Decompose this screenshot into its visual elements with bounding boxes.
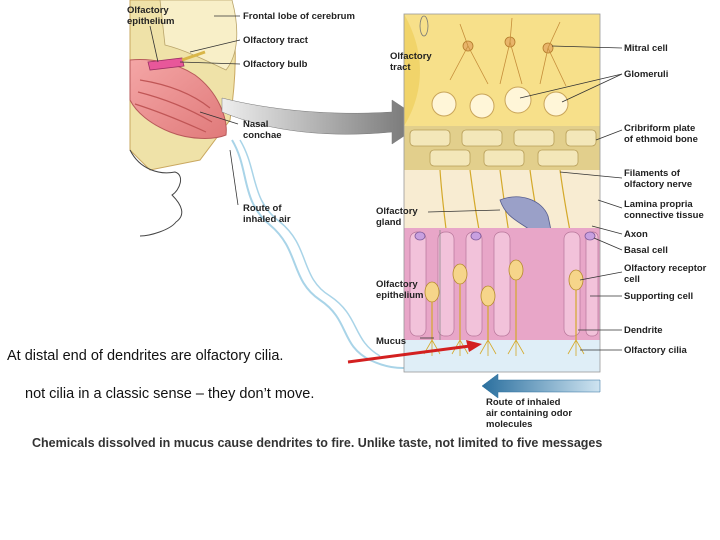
label-olfactory-tract-left: Olfactory tract [243, 35, 308, 46]
label-filaments: Filaments of olfactory nerve [624, 168, 693, 190]
label-olfactory-epithelium-middle: Olfactory epithelium [376, 279, 424, 301]
label-route-inhaled-air: Route of inhaled air [243, 203, 291, 225]
label-olfactory-tract-middle: Olfactory tract [390, 51, 432, 73]
label-supporting-cell: Supporting cell [624, 291, 694, 302]
head-section [129, 0, 451, 369]
label-receptor-cell: Olfactory receptor cell [624, 263, 707, 285]
label-olfactory-cilia: Olfactory cilia [624, 345, 687, 356]
olfactory-detail-panel [403, 13, 601, 373]
label-mitral-cell: Mitral cell [624, 43, 668, 54]
label-cribriform-plate: Cribriform plate of ethmoid bone [624, 123, 698, 145]
label-olfactory-gland: Olfactory gland [376, 206, 418, 228]
inhaled-air-arrow [481, 373, 601, 399]
red-pointer-arrow [347, 340, 482, 364]
label-axon: Axon [624, 229, 648, 240]
label-dendrite: Dendrite [624, 325, 663, 336]
caption-line-2: not cilia in a classic sense – they don’… [25, 386, 315, 402]
leader-lines-right [519, 45, 623, 351]
label-route-bottom: Route of inhaled air containing odor mol… [486, 397, 573, 430]
leader-lines-left [149, 15, 241, 206]
label-olfactory-epithelium: Olfactory epithelium [127, 5, 175, 27]
label-lamina-propria: Lamina propria connective tissue [624, 199, 704, 221]
label-frontal-lobe: Frontal lobe of cerebrum [243, 11, 355, 22]
face-outline [129, 149, 183, 237]
frontal-lobe-shape [159, 0, 238, 71]
label-mucus: Mucus [376, 336, 407, 347]
label-nasal-conchae: Nasal conchae [243, 119, 282, 141]
inhaled-air-route [231, 139, 451, 369]
label-basal-cell: Basal cell [624, 245, 668, 256]
leader-lines-middle [420, 209, 501, 339]
glomeruli-shapes [431, 86, 569, 119]
label-olfactory-bulb: Olfactory bulb [243, 59, 308, 70]
label-glomeruli: Glomeruli [624, 69, 669, 80]
olfactory-bulb-shape [147, 57, 185, 71]
caption-line-3: Chemicals dissolved in mucus cause dendr… [32, 436, 603, 450]
mucus-layer [404, 340, 600, 372]
caption-line-1: At distal end of dendrites are olfactory… [7, 348, 284, 364]
